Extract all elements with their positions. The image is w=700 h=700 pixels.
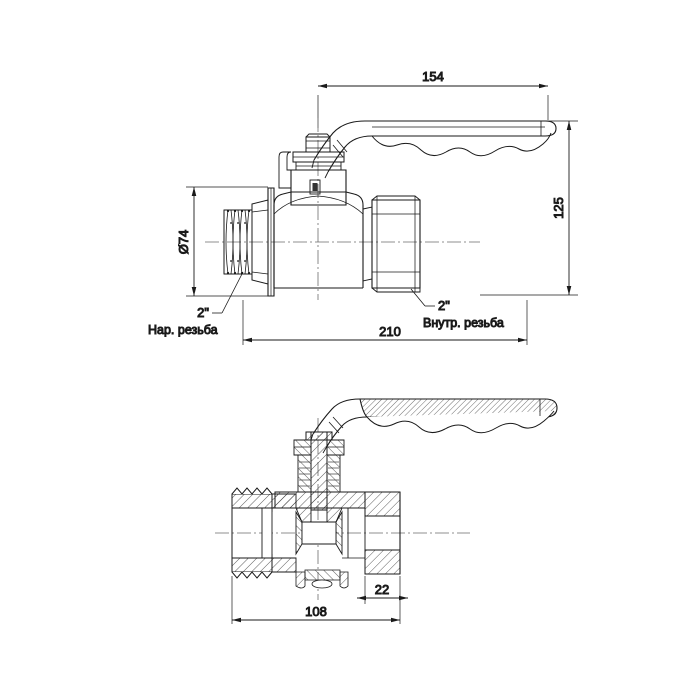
elevation-view: 154 125 Ø74 210 bbox=[148, 69, 578, 345]
female-thread-text-label: Внутр. резьба bbox=[423, 316, 504, 330]
dimension-154-label: 154 bbox=[422, 69, 444, 84]
dimension-125-label: 125 bbox=[551, 197, 566, 219]
dimension-diameter-74-label: Ø74 bbox=[176, 230, 191, 255]
dimension-125: 125 bbox=[480, 120, 578, 296]
section-handle bbox=[310, 398, 558, 454]
female-thread-size-label: 2" bbox=[438, 298, 450, 313]
male-thread-end bbox=[223, 187, 275, 297]
male-thread-text-label: Нар. резьба bbox=[148, 323, 218, 337]
dimension-108: 108 bbox=[231, 576, 400, 624]
female-thread-end bbox=[362, 195, 421, 293]
section-stem bbox=[274, 431, 366, 523]
dimension-210: 210 bbox=[242, 300, 528, 345]
thread-callouts: 2" Нар. резьба 2" Внутр. резьба bbox=[148, 271, 504, 338]
section-view: 22 108 bbox=[215, 398, 558, 624]
section-body bbox=[231, 487, 401, 589]
dimension-210-label: 210 bbox=[379, 324, 401, 339]
dimension-154: 154 bbox=[317, 69, 549, 128]
dimension-22-label: 22 bbox=[375, 582, 389, 597]
dimension-22: 22 bbox=[357, 576, 408, 624]
dimension-108-label: 108 bbox=[305, 604, 327, 619]
handle-lever bbox=[311, 120, 557, 179]
dimension-diameter-74: Ø74 bbox=[176, 186, 268, 297]
male-thread-size-label: 2" bbox=[197, 305, 209, 320]
